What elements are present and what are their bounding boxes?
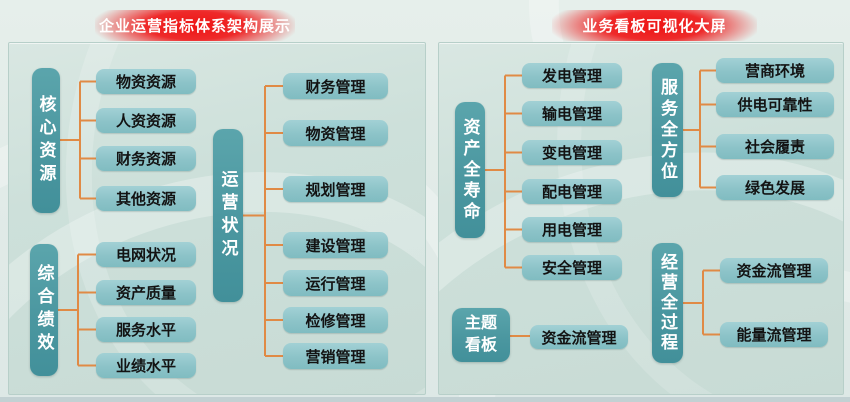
node-service-level: 服务水平 [96, 317, 196, 342]
node-business-environment: 营商环境 [716, 58, 834, 83]
node-comprehensive-performance: 综合绩效 [30, 244, 58, 376]
node-human-resources: 人资资源 [96, 108, 196, 133]
node-capital-flow-management: 资金流管理 [720, 258, 828, 283]
node-distribution-management: 配电管理 [522, 179, 622, 204]
node-asset-lifecycle: 资产全寿命 [455, 102, 485, 238]
node-business-process: 经营全过程 [652, 243, 683, 363]
node-material-management: 物资管理 [283, 120, 388, 146]
bottom-edge-strip [0, 397, 850, 402]
node-grid-status: 电网状况 [96, 242, 196, 267]
left-panel-title-banner: 企业运营指标体系架构展示 [95, 10, 295, 41]
node-operation-status: 运营状况 [213, 129, 243, 302]
node-theme-dashboard: 主题 看板 [452, 308, 510, 362]
node-safety-management: 安全管理 [522, 255, 622, 280]
node-green-development: 绿色发展 [716, 175, 834, 200]
right-panel-title-banner: 业务看板可视化大屏 [552, 10, 757, 41]
node-planning-management: 规划管理 [283, 176, 388, 202]
node-construction-management: 建设管理 [283, 232, 388, 258]
node-asset-quality: 资产质量 [96, 280, 196, 305]
node-transmission-management: 输电管理 [522, 101, 622, 126]
theme-dashboard-line2: 看板 [464, 337, 497, 354]
node-operation-management: 运行管理 [283, 270, 388, 296]
left-panel-title: 企业运营指标体系架构展示 [98, 18, 291, 35]
node-power-reliability: 供电可靠性 [716, 92, 834, 117]
node-service-allround: 服务全方位 [652, 63, 683, 197]
node-theme-capital-flow-management: 资金流管理 [530, 325, 628, 349]
node-performance-level: 业绩水平 [96, 353, 196, 378]
node-finance-management: 财务管理 [283, 73, 388, 99]
node-substation-management: 变电管理 [522, 140, 622, 165]
node-marketing-management: 营销管理 [283, 343, 388, 369]
node-maintenance-management: 检修管理 [283, 307, 388, 333]
node-other-resources: 其他资源 [96, 186, 196, 211]
node-consumption-management: 用电管理 [522, 217, 622, 242]
node-financial-resources: 财务资源 [96, 146, 196, 171]
right-panel-title: 业务看板可视化大屏 [582, 18, 727, 35]
node-generation-management: 发电管理 [522, 63, 622, 88]
theme-dashboard-line1: 主题 [464, 315, 497, 333]
node-material-resources: 物资资源 [96, 69, 196, 94]
node-core-resources: 核心资源 [32, 68, 60, 213]
node-social-responsibility: 社会履责 [716, 134, 834, 159]
node-energy-flow-management: 能量流管理 [720, 322, 828, 347]
